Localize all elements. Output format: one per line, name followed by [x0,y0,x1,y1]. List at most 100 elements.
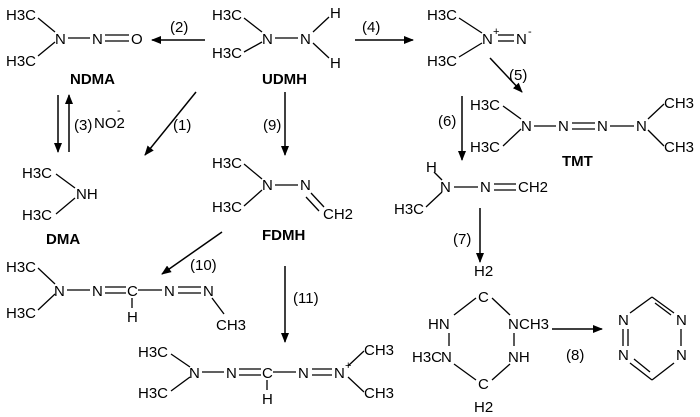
fdmh-label: FDMH [262,227,305,244]
product-11-n2: N [226,365,237,382]
udmh-molecule: H3C H3C N N H H UDMH [212,5,341,88]
hexahydrotriazine-molecule: H2 C HN N CH3 H3C N NH C H2 [412,263,549,416]
tmt-bond [647,129,665,147]
udmh-bond [312,16,330,33]
tmt-molecule: H3C H3C N N N N CH3 CH3 TMT [470,95,694,170]
product-10-methyl-right: CH3 [216,317,246,334]
product-10-molecule: H3C H3C N N C H N N CH3 [6,259,246,334]
ring-hn: HN [428,316,450,333]
reaction-7-label: (7) [453,231,471,248]
tmt-n4: N [636,118,647,135]
product-10-carbon-h: H [127,309,138,326]
fdmh-n1: N [262,177,273,194]
product-10-methyl-bottom: H3C [6,305,36,322]
tetrazine-n-top-left: N [618,312,629,329]
tmt-methyl-left-bottom: H3C [470,139,500,156]
fdmh-double-bond [305,196,320,212]
product-10-methyl-top: H3C [6,259,36,276]
product-11-n4: N [334,365,345,382]
ndma-molecule: H3C H3C N N O NDMA [6,7,143,88]
tmt-bond [647,103,665,120]
dma-bond [55,197,76,215]
reaction-6-label: (6) [438,113,456,130]
methylhydrazone-methyl: H3C [394,201,424,218]
fdmh-molecule: H3C H3C N N CH2 FDMH [212,155,353,244]
ring-nh: NH [508,349,530,366]
product-10-bond [37,267,56,285]
tetrazine-n-top-right: N [676,312,687,329]
product-11-methyl-right-top: CH3 [364,342,394,359]
product-11-n1: N [189,365,200,382]
product-10-n3: N [164,283,175,300]
reaction-6: (6) [438,96,466,161]
ndma-bond [37,17,56,33]
ndma-bond [37,41,56,57]
product-11-bond [347,376,365,393]
product-10-carbon: C [127,283,138,300]
methylhydrazone-bond [433,171,443,181]
reaction-3: (3) NO2 - [54,94,125,153]
tmt-bond [502,128,522,147]
diazonium-molecule: H3C H3C N + N - [427,7,532,70]
reaction-8-label: (8) [566,347,584,364]
ndma-amine-n: N [55,31,66,48]
ring-n-left: N [441,349,452,366]
reaction-5: (5) [489,57,527,93]
product-10-bond [211,297,225,315]
reaction-2: (2) [151,19,205,44]
reaction-10-label: (10) [190,257,217,274]
tetrazine-double-bond [654,302,672,316]
reaction-9: (9) [263,92,289,156]
product-11-bond [170,376,191,392]
diazonium-terminal-n: N [516,31,527,48]
diazonium-minus-charge: - [528,26,532,38]
product-11-molecule: H3C H3C N N C H N N + CH3 CH3 [138,342,394,408]
product-10-n4: N [203,283,214,300]
ndma-label: NDMA [70,71,115,88]
udmh-h-top: H [330,5,341,22]
methylhydrazone-methylene: CH2 [518,179,548,196]
product-10-n1: N [54,283,65,300]
udmh-methyl-top: H3C [212,7,242,24]
diazonium-plus-charge: + [493,26,499,38]
methylhydrazone-n2: N [480,179,491,196]
reaction-11: (11) [281,266,319,343]
ndma-nitroso-n: N [92,31,103,48]
fdmh-methyl-top: H3C [212,155,242,172]
ring-bond [491,363,511,381]
tmt-bond [502,105,522,120]
tmt-methyl-right-top: CH3 [664,95,694,112]
fdmh-double-bond [310,192,325,208]
ring-bond [453,363,477,381]
diazonium-bond [458,42,483,58]
ndma-methyl-top: H3C [6,7,36,24]
udmh-methyl-bottom: H3C [212,45,242,62]
tetrazine-double-bond [633,358,651,373]
reaction-10-arrow [161,231,223,275]
fdmh-n2: N [300,177,311,194]
udmh-h-bottom: H [330,55,341,72]
ring-n-methyl-n: N [508,316,519,333]
product-11-bond [170,353,191,368]
reaction-4: (4) [355,19,414,44]
ring-n-methyl: CH3 [519,316,549,333]
product-10-bond [37,293,56,311]
product-10-n2: N [92,283,103,300]
tetrazine-bond [651,362,675,381]
reaction-3-reagent-charge: - [117,105,121,117]
tetrazine-molecule: N N N N [618,296,687,381]
reaction-1: (1) [144,91,197,156]
tmt-n2: N [558,118,569,135]
reaction-5-arrow [489,57,523,93]
product-11-bond [347,350,365,367]
tetrazine-bond [629,362,653,381]
dma-molecule: H3C H3C NH DMA [22,165,98,248]
tmt-label: TMT [562,153,593,170]
reaction-10: (10) [161,231,223,275]
dma-methyl-bottom: H3C [22,207,52,224]
udmh-label: UDMH [262,71,307,88]
fdmh-bond [243,163,263,180]
methylhydrazone-molecule: H H3C N N CH2 [394,159,548,218]
tmt-methyl-right-bottom: CH3 [664,139,694,156]
